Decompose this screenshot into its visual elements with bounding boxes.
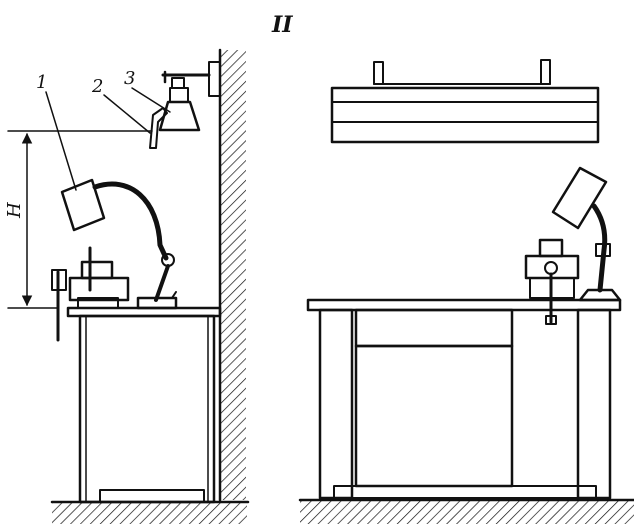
right-front-view bbox=[298, 59, 634, 524]
wall-hatching bbox=[220, 50, 246, 500]
articulated-lamp bbox=[60, 178, 178, 310]
callout-leader-2 bbox=[103, 94, 151, 134]
right-floor-hatching bbox=[300, 500, 634, 524]
right-articulated-lamp bbox=[551, 166, 622, 302]
right-workbench bbox=[306, 298, 622, 500]
left-side-view: H bbox=[4, 48, 250, 524]
callout-label-1: 1 bbox=[36, 72, 47, 93]
left-bench-vise bbox=[51, 246, 130, 342]
figure-roman-numeral: II bbox=[271, 12, 293, 38]
reflector-bracket bbox=[149, 107, 168, 149]
overhead-luminaire bbox=[330, 59, 600, 144]
right-bench-vise bbox=[524, 238, 580, 325]
callout-leader-1 bbox=[45, 91, 77, 191]
callout-leader-3 bbox=[131, 87, 171, 113]
callout-label-2: 2 bbox=[91, 76, 103, 97]
dimension-label-h: H bbox=[4, 202, 25, 219]
callout-label-3: 3 bbox=[124, 68, 135, 89]
left-workbench bbox=[66, 306, 222, 504]
wall-mounted-lamp bbox=[158, 61, 221, 132]
left-floor-hatching bbox=[52, 502, 247, 524]
